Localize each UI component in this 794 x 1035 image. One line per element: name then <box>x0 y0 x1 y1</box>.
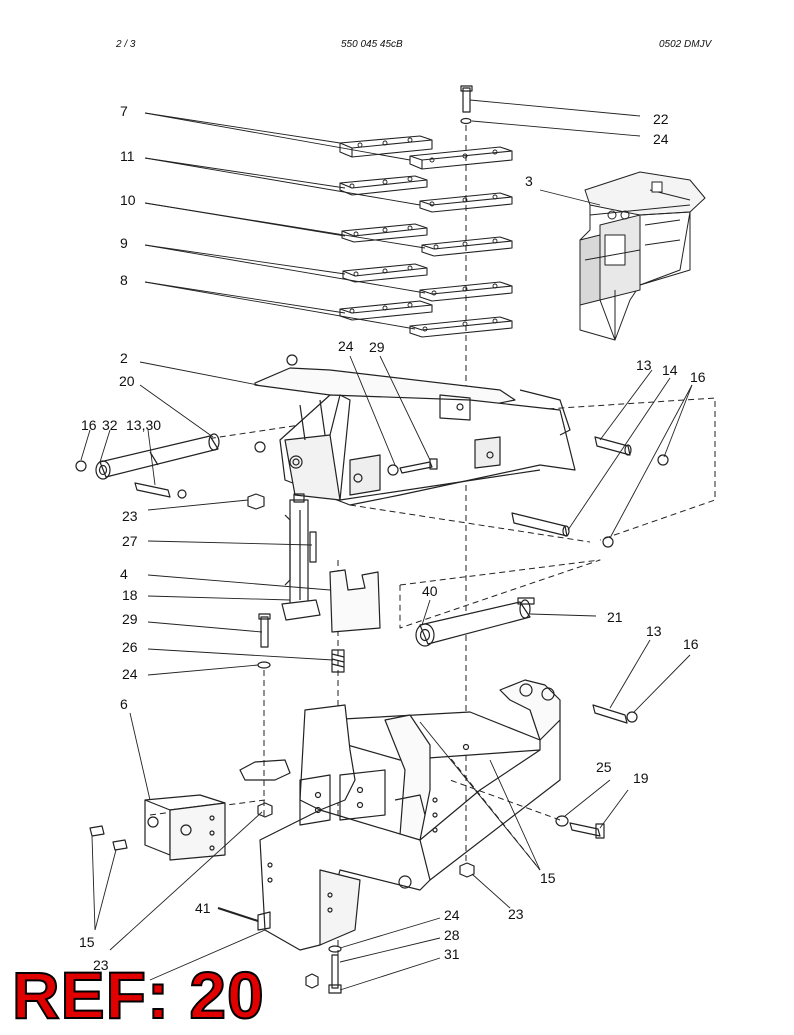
callout-11: 11 <box>120 148 135 164</box>
callout-26: 26 <box>122 639 138 655</box>
callout-16-right: 16 <box>690 369 706 385</box>
bolt-19 <box>569 822 605 839</box>
callout-31: 31 <box>444 946 460 962</box>
callout-2: 2 <box>120 350 128 366</box>
callout-9: 9 <box>120 235 128 251</box>
callout-10: 10 <box>120 192 136 208</box>
shim-plate-10b <box>421 236 513 257</box>
hydraulic-cylinder-20 <box>95 433 220 480</box>
complete-assembly-3 <box>579 171 706 341</box>
bolt-28 <box>328 954 342 994</box>
circlips-16 <box>602 454 669 548</box>
nut-23-upper <box>247 493 265 510</box>
callout-25: 25 <box>596 759 612 775</box>
shim-plate-11b <box>419 192 513 213</box>
callout-13-30: 13,30 <box>126 417 161 433</box>
top-bolt-22 <box>460 85 473 125</box>
callout-16-lower: 16 <box>683 636 699 652</box>
bolt-29-mid <box>258 613 271 648</box>
shim-plate-11 <box>339 175 428 196</box>
side-block-6 <box>144 794 226 861</box>
hydraulic-cylinder-21 <box>415 597 535 647</box>
shim-holes <box>349 137 498 332</box>
callout-labels: 7 11 10 9 8 22 24 3 2 20 24 29 13 14 16 … <box>79 103 706 973</box>
nut-31 <box>305 973 319 989</box>
callout-15-right: 15 <box>540 870 556 886</box>
callout-6: 6 <box>120 696 128 712</box>
callout-8: 8 <box>120 272 128 288</box>
callout-28: 28 <box>444 927 460 943</box>
callout-14: 14 <box>662 362 678 378</box>
pin-13-right <box>594 436 632 456</box>
callout-24-mid: 24 <box>122 666 138 682</box>
washer-25 <box>555 815 569 827</box>
callout-24-frame: 24 <box>338 338 354 354</box>
washer-24-mid <box>257 661 271 669</box>
pin-13-left <box>134 482 187 499</box>
studs-15 <box>89 825 128 851</box>
callout-23-left: 23 <box>93 957 109 973</box>
circlip-top <box>254 354 298 453</box>
shim-plate-7b <box>409 146 513 170</box>
callout-4: 4 <box>120 566 128 582</box>
circlip-16-left <box>75 460 87 472</box>
callout-18: 18 <box>122 587 138 603</box>
callout-3: 3 <box>525 173 533 189</box>
nut-23-mid <box>257 802 273 818</box>
lift-cylinder-18 <box>281 493 321 621</box>
callout-29-frame: 29 <box>369 339 385 355</box>
callout-22: 22 <box>653 111 669 127</box>
callout-23-upper: 23 <box>122 508 138 524</box>
main-bracket <box>239 679 561 951</box>
bolt-27 <box>309 531 317 563</box>
callout-16-left: 16 <box>81 417 97 433</box>
shim-plate-9 <box>342 263 428 283</box>
upper-frame-2 <box>254 367 576 506</box>
document-number: 550 045 45cB <box>341 39 403 50</box>
callout-27: 27 <box>122 533 138 549</box>
shim-plates <box>339 135 513 338</box>
callout-13-right: 13 <box>636 357 652 373</box>
leader-41 <box>217 907 259 922</box>
shim-plate-8 <box>339 300 433 321</box>
page-number: 2 / 3 <box>116 39 136 50</box>
callout-21: 21 <box>607 609 623 625</box>
leader-lines <box>80 99 693 991</box>
lock-plate-4 <box>329 569 381 633</box>
callout-41: 41 <box>195 900 211 916</box>
callout-40: 40 <box>422 583 438 599</box>
revision-code: 0502 DMJV <box>659 39 712 50</box>
pin-13-lower <box>592 704 638 724</box>
shim-plate-9b <box>419 281 513 302</box>
callout-15-left: 15 <box>79 934 95 950</box>
callout-29-mid: 29 <box>122 611 138 627</box>
bolt-29-top <box>387 458 438 476</box>
callout-20: 20 <box>119 373 135 389</box>
nut-23-lower <box>459 862 475 878</box>
callout-13-lower: 13 <box>646 623 662 639</box>
callout-19: 19 <box>633 770 649 786</box>
callout-24-top: 24 <box>653 131 669 147</box>
ref-stamp: REF: 20 <box>11 958 265 1032</box>
callout-23-right: 23 <box>508 906 524 922</box>
spring-26 <box>331 649 345 673</box>
callout-24-bottom: 24 <box>444 907 460 923</box>
pin-14 <box>511 512 570 537</box>
callout-7: 7 <box>120 103 128 119</box>
shim-plate-8b <box>409 316 513 338</box>
shim-plate-7 <box>339 135 433 158</box>
washer-24-bottom <box>328 945 342 953</box>
callout-32: 32 <box>102 417 118 433</box>
